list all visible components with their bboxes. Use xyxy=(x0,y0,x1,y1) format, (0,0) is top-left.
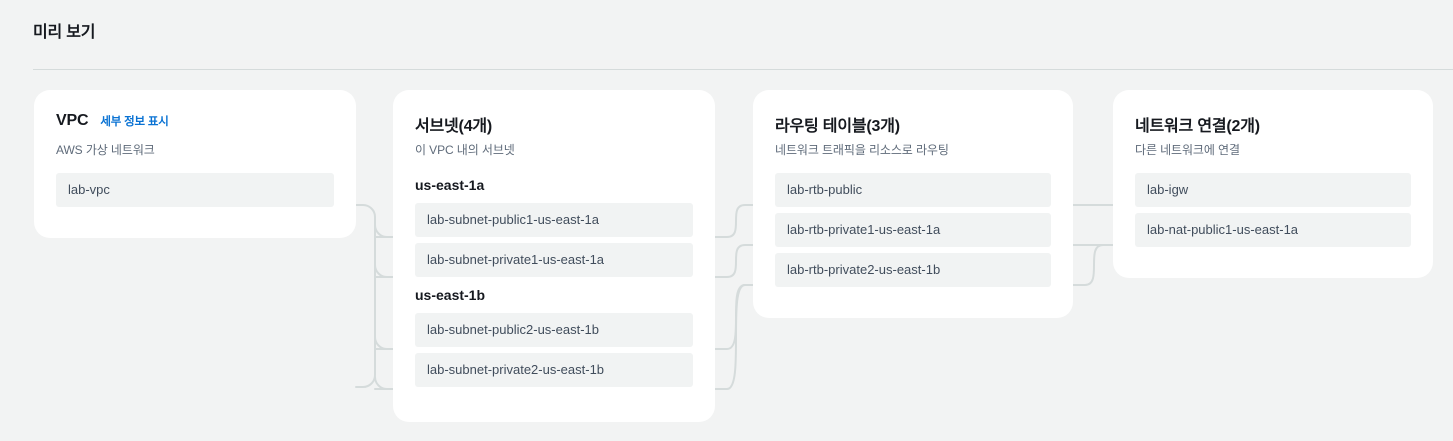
show-details-link[interactable]: 세부 정보 표시 xyxy=(100,116,169,128)
resource-row-lab-subnet-private1-us-east-1a[interactable]: lab-subnet-private1-us-east-1a xyxy=(415,243,693,277)
page-title: 미리 보기 xyxy=(33,24,96,41)
az-group-us-east-1a: us-east-1a lab-subnet-public1-us-east-1a… xyxy=(415,173,693,277)
wire-vpc-elbow-1 xyxy=(374,224,394,238)
wire-vpc-elbow-4 xyxy=(374,376,394,390)
card-subnets-rows: us-east-1a lab-subnet-public1-us-east-1a… xyxy=(415,173,693,387)
resource-row-lab-nat-public1-us-east-1a[interactable]: lab-nat-public1-us-east-1a xyxy=(1135,213,1411,247)
az-heading-us-east-1a: us-east-1a xyxy=(415,177,485,193)
wire-subnet-public2-to-rtb-private2 xyxy=(714,284,754,350)
resource-row-lab-rtb-public[interactable]: lab-rtb-public xyxy=(775,173,1051,207)
resource-row-lab-rtb-private2-us-east-1b[interactable]: lab-rtb-private2-us-east-1b xyxy=(775,253,1051,287)
resource-row-lab-rtb-private1-us-east-1a[interactable]: lab-rtb-private1-us-east-1a xyxy=(775,213,1051,247)
card-network-connections: 네트워크 연결(2개) 다른 네트워크에 연결 lab-igw lab-nat-… xyxy=(1113,90,1433,278)
card-route-tables-title: 라우팅 테이블(3개) xyxy=(775,118,900,135)
wire-subnet-public1-to-rtb-public xyxy=(714,204,754,238)
wire-subnet-private1-to-rtb-private1 xyxy=(714,244,754,278)
resource-row-lab-subnet-public2-us-east-1b[interactable]: lab-subnet-public2-us-east-1b xyxy=(415,313,693,347)
card-vpc-title: VPC xyxy=(56,112,89,129)
wire-vpc-elbow-2 xyxy=(374,264,394,278)
card-vpc-header: VPC 세부 정보 표시 xyxy=(56,112,334,132)
card-vpc: VPC 세부 정보 표시 AWS 가상 네트워크 lab-vpc xyxy=(34,90,356,238)
card-network-connections-title: 네트워크 연결(2개) xyxy=(1135,118,1260,135)
card-route-tables-rows: lab-rtb-public lab-rtb-private1-us-east-… xyxy=(775,173,1051,287)
card-subnets-header: 서브넷(4개) xyxy=(415,112,693,135)
card-network-connections-rows: lab-igw lab-nat-public1-us-east-1a xyxy=(1135,173,1411,247)
card-vpc-rows: lab-vpc xyxy=(56,173,334,207)
resource-row-lab-igw[interactable]: lab-igw xyxy=(1135,173,1411,207)
card-route-tables-header: 라우팅 테이블(3개) xyxy=(775,112,1051,135)
card-subnets-subtitle: 이 VPC 내의 서브넷 xyxy=(415,143,515,157)
card-subnets: 서브넷(4개) 이 VPC 내의 서브넷 us-east-1a lab-subn… xyxy=(393,90,715,422)
card-vpc-subtitle: AWS 가상 네트워크 xyxy=(56,143,155,157)
card-route-tables-subtitle: 네트워크 트래픽을 리소스로 라우팅 xyxy=(775,143,949,157)
wire-vpc-bus xyxy=(355,204,376,388)
resource-row-lab-subnet-public1-us-east-1a[interactable]: lab-subnet-public1-us-east-1a xyxy=(415,203,693,237)
header-divider xyxy=(33,69,1453,70)
resource-row-lab-vpc[interactable]: lab-vpc xyxy=(56,173,334,207)
wire-subnet-private2-to-rtb-private2 xyxy=(714,284,754,390)
card-route-tables: 라우팅 테이블(3개) 네트워크 트래픽을 리소스로 라우팅 lab-rtb-p… xyxy=(753,90,1073,318)
wire-rtb-private2-to-nat xyxy=(1072,244,1114,286)
card-network-connections-header: 네트워크 연결(2개) xyxy=(1135,112,1411,135)
wire-vpc-elbow-3 xyxy=(374,336,394,350)
card-network-connections-subtitle: 다른 네트워크에 연결 xyxy=(1135,143,1240,157)
card-subnets-title: 서브넷(4개) xyxy=(415,118,493,135)
az-heading-us-east-1b: us-east-1b xyxy=(415,287,486,303)
resource-row-lab-subnet-private2-us-east-1b[interactable]: lab-subnet-private2-us-east-1b xyxy=(415,353,693,387)
az-group-us-east-1b: us-east-1b lab-subnet-public2-us-east-1b… xyxy=(415,283,693,387)
